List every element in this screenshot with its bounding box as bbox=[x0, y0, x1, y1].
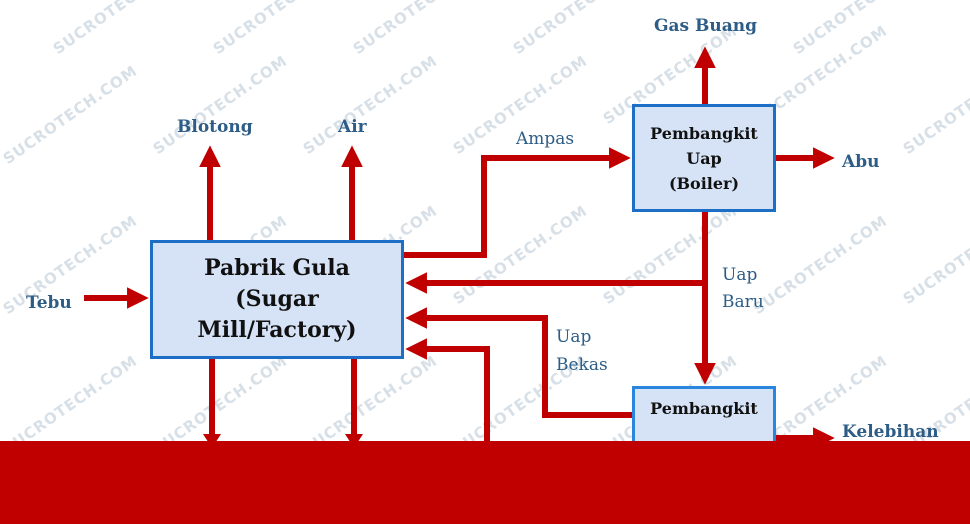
label-ampas: Ampas bbox=[516, 129, 575, 149]
sugar-mill-label-line2: (Sugar Mill/Factory) bbox=[197, 286, 357, 343]
boiler-label-line2: Uap bbox=[686, 148, 722, 168]
label-kelebihan: Kelebihan bbox=[842, 422, 939, 442]
label-air: Air bbox=[338, 117, 367, 137]
sugar-mill-label-line1: Pabrik Gula bbox=[204, 255, 350, 281]
label-uap-bekas-2: Bekas bbox=[556, 355, 608, 375]
boiler-label-line3: (Boiler) bbox=[668, 173, 740, 193]
label-gas-buang: Gas Buang bbox=[654, 16, 758, 36]
label-abu: Abu bbox=[842, 152, 880, 172]
label-uap-baru-2: Baru bbox=[722, 292, 764, 312]
arrow-mill-lower-input bbox=[405, 338, 490, 441]
label-uap-baru-1: Uap bbox=[722, 265, 758, 285]
label-blotong: Blotong bbox=[177, 117, 253, 137]
red-overlay-bar bbox=[0, 441, 970, 524]
sugar-mill-node: Pabrik Gula (Sugar Mill/Factory) bbox=[150, 240, 404, 359]
label-tebu: Tebu bbox=[26, 293, 72, 313]
boiler-node: Pembangkit Uap (Boiler) bbox=[632, 104, 776, 212]
label-uap-bekas-1: Uap bbox=[556, 327, 592, 347]
generator-label-line1: Pembangkit bbox=[650, 398, 758, 418]
arrow-uap-bekas bbox=[405, 307, 632, 418]
boiler-label-line1: Pembangkit bbox=[650, 123, 758, 143]
arrow-ampas bbox=[404, 147, 631, 258]
